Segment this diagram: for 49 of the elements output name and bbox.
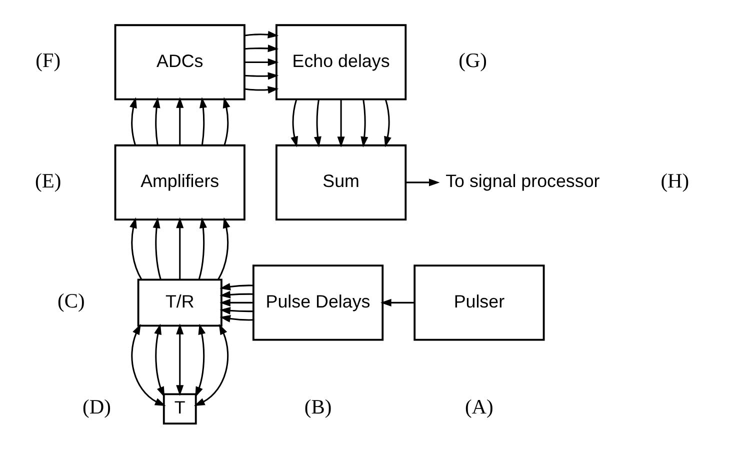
arrow — [131, 324, 166, 406]
node-box: Pulser — [414, 264, 545, 341]
arrow — [244, 72, 279, 80]
node-box: Pulse Delays — [252, 264, 384, 341]
arrow — [244, 30, 279, 38]
node-label: (E) — [35, 170, 62, 192]
node-label: (C) — [58, 290, 85, 313]
arrow — [337, 99, 345, 148]
arrow — [152, 217, 162, 280]
arrow — [176, 324, 184, 396]
arrow — [384, 99, 392, 148]
node-label: (G) — [458, 50, 487, 72]
arrow — [314, 99, 322, 148]
arrow — [176, 97, 184, 146]
arrow — [220, 290, 254, 298]
node-box: Amplifiers — [114, 144, 246, 220]
arrow — [220, 306, 254, 314]
arrow — [198, 217, 207, 280]
arrow — [360, 99, 368, 148]
arrow — [130, 97, 137, 146]
arrow — [244, 58, 279, 66]
arrow — [218, 217, 230, 280]
arrow — [244, 44, 279, 52]
arrow — [290, 99, 298, 148]
arrow — [406, 178, 440, 186]
node-label: (H) — [660, 170, 690, 192]
arrow — [220, 298, 254, 306]
node-box: ADCs — [114, 24, 246, 100]
arrow — [220, 315, 254, 322]
arrow — [195, 324, 206, 398]
arrow — [176, 217, 184, 280]
arrow — [220, 282, 254, 290]
node-label: (F) — [36, 50, 61, 72]
arrow — [380, 298, 414, 306]
arrow — [152, 97, 160, 146]
node-box: Sum — [276, 144, 407, 220]
node-label: (A) — [464, 396, 494, 419]
node-label: (B) — [304, 396, 332, 419]
arrow — [244, 86, 279, 94]
arrow — [194, 324, 229, 406]
node-text: To signal processor — [446, 171, 600, 192]
node-box: T — [162, 393, 197, 425]
arrow — [222, 97, 230, 146]
arrow — [154, 324, 165, 398]
node-label: (D) — [82, 396, 111, 419]
arrow — [130, 217, 142, 280]
node-box: Echo delays — [276, 24, 407, 100]
node-box: T/R — [137, 278, 222, 327]
arrow — [199, 97, 207, 146]
